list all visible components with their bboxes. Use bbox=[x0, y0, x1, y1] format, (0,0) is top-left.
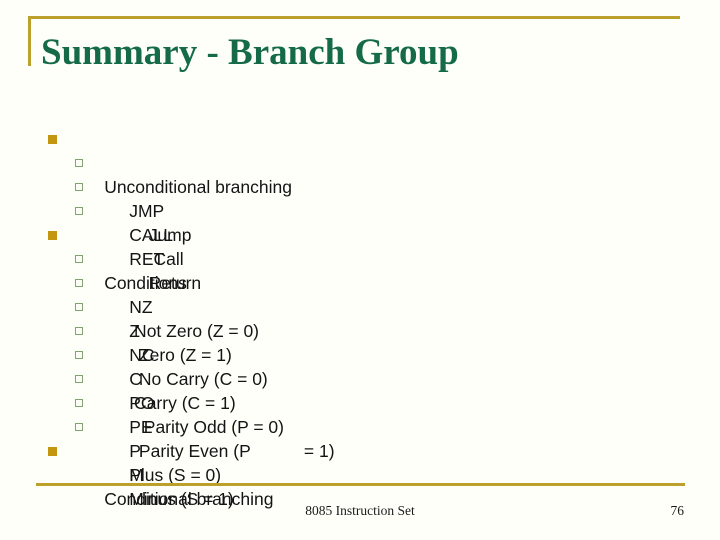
mnemonic: NZ bbox=[129, 297, 153, 317]
hollow-square-bullet-icon bbox=[75, 183, 83, 191]
description: Not Zero (Z = 0) bbox=[129, 321, 260, 341]
hollow-square-bullet-icon bbox=[75, 423, 83, 431]
mnemonic: CALL bbox=[129, 225, 173, 245]
row-text: Unconditional branching bbox=[104, 177, 292, 197]
description: Zero (Z = 1) bbox=[129, 345, 232, 365]
left-gold-rule bbox=[28, 16, 31, 66]
hollow-square-bullet-icon bbox=[75, 303, 83, 311]
description: Parity Odd (P = 0) bbox=[129, 417, 284, 437]
row-text: Conditions bbox=[104, 273, 187, 293]
description: Minus (S = 1) bbox=[129, 489, 234, 509]
slide-body: Unconditional branching JMP Jump CALL Ca… bbox=[0, 127, 720, 509]
subrow-p: P Plus (S = 0) bbox=[0, 391, 720, 485]
hollow-square-bullet-icon bbox=[75, 399, 83, 407]
subrow-m: M Minus (S = 1) bbox=[0, 415, 720, 509]
subrow-nz: NZ Not Zero (Z = 0) bbox=[0, 247, 720, 341]
row-text: Conditional branching bbox=[104, 489, 274, 509]
description: Plus (S = 0) bbox=[129, 465, 222, 485]
description: Parity Even (P = 1) bbox=[129, 441, 335, 461]
hollow-square-bullet-icon bbox=[75, 279, 83, 287]
subrow-po: PO Parity Odd (P = 0) bbox=[0, 343, 720, 437]
subrow-call: CALL Call bbox=[0, 175, 720, 269]
description: Return bbox=[129, 273, 202, 293]
square-bullet-icon bbox=[48, 134, 57, 144]
mnemonic: PO bbox=[129, 393, 155, 413]
subrow-z: Z Zero (Z = 1) bbox=[0, 271, 720, 365]
mnemonic: C bbox=[129, 369, 142, 389]
hollow-square-bullet-icon bbox=[75, 207, 83, 215]
subrow-pe: PE Parity Even (P = 1) bbox=[0, 367, 720, 461]
description: Carry (C = 1) bbox=[129, 393, 236, 413]
page-number: 76 bbox=[670, 503, 685, 518]
hollow-square-bullet-icon bbox=[75, 375, 83, 383]
mnemonic: Z bbox=[129, 321, 140, 341]
description: No Carry (C = 0) bbox=[129, 369, 268, 389]
subrow-nc: NC No Carry (C = 0) bbox=[0, 295, 720, 389]
slide-title: Summary - Branch Group bbox=[41, 32, 459, 73]
bullet-row-unconditional: Unconditional branching bbox=[0, 127, 720, 197]
mnemonic: RET bbox=[129, 249, 165, 269]
bullet-row-conditions: Conditions bbox=[0, 223, 720, 293]
description: Jump bbox=[129, 225, 192, 245]
square-bullet-icon bbox=[48, 230, 57, 240]
subrow-jmp: JMP Jump bbox=[0, 151, 720, 245]
mnemonic: M bbox=[129, 465, 144, 485]
footer-gold-rule bbox=[36, 483, 685, 486]
footer-title: 8085 Instruction Set bbox=[305, 503, 415, 518]
top-gold-rule bbox=[30, 16, 680, 19]
mnemonic: NC bbox=[129, 345, 155, 365]
description: Call bbox=[129, 249, 184, 269]
hollow-square-bullet-icon bbox=[75, 351, 83, 359]
mnemonic: P bbox=[129, 441, 141, 461]
bullet-row-conditional: Conditional branching bbox=[0, 439, 720, 509]
hollow-square-bullet-icon bbox=[75, 255, 83, 263]
subrow-c: C Carry (C = 1) bbox=[0, 319, 720, 413]
subrow-ret: RET Return bbox=[0, 199, 720, 293]
hollow-square-bullet-icon bbox=[75, 159, 83, 167]
mnemonic: PE bbox=[129, 417, 153, 437]
square-bullet-icon bbox=[48, 446, 57, 456]
mnemonic: JMP bbox=[129, 201, 165, 221]
hollow-square-bullet-icon bbox=[75, 327, 83, 335]
